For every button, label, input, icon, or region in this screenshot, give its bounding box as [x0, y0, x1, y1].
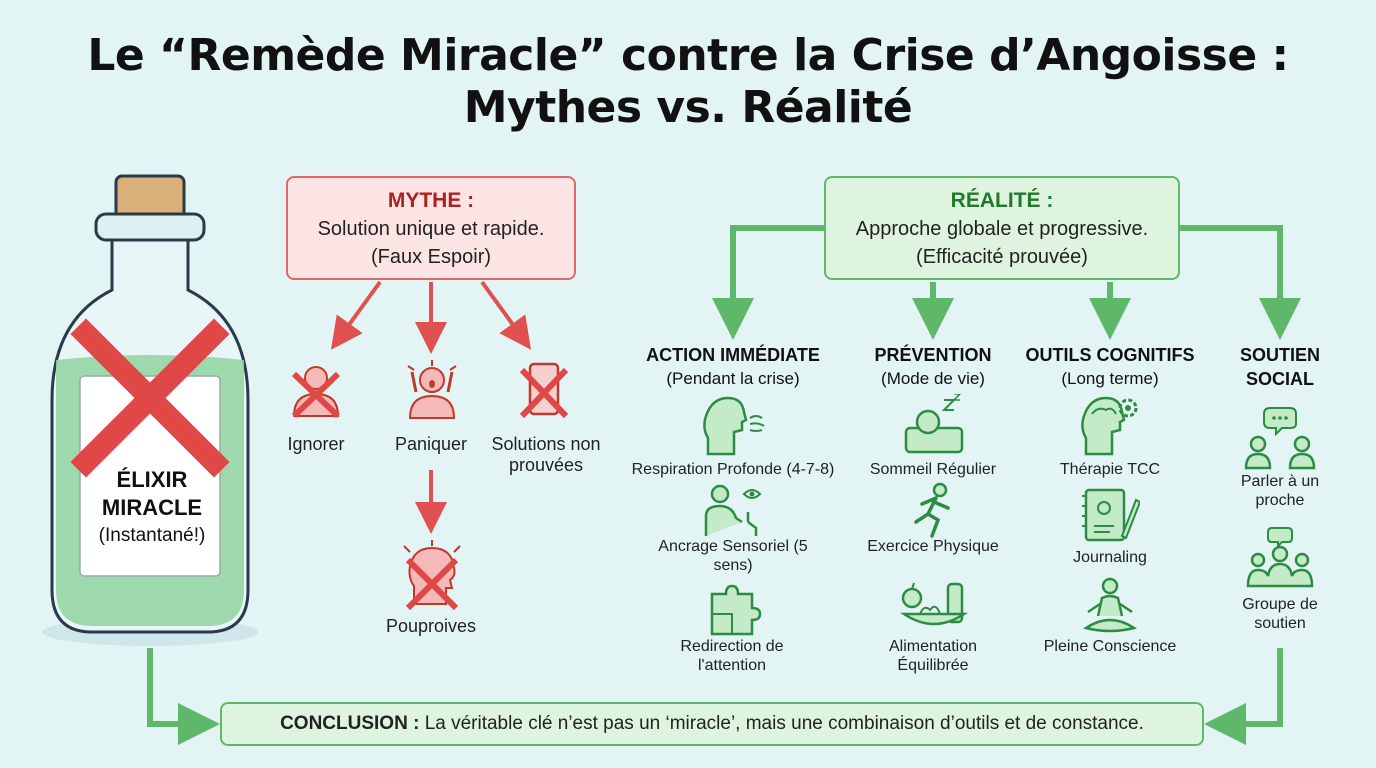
conclusion-label: CONCLUSION : [280, 713, 420, 734]
myth-arrow-solutions [480, 280, 532, 350]
reality-arrow-action [712, 225, 824, 340]
column-cognitive-subtitle: (Long terme) [1061, 369, 1159, 388]
reality-line-2: (Efficacité prouvée) [916, 246, 1088, 268]
prevention-item-food: Alimentation Équilibrée [888, 638, 978, 674]
column-cognitive-header: OUTILS COGNITIFS (Long terme) [1013, 343, 1207, 391]
action-item-breathing: Respiration Profonde (4-7-8) [631, 461, 835, 478]
column-prevention-subtitle: (Mode de vie) [881, 369, 985, 388]
support-group-icon [1246, 527, 1314, 588]
social-item-talk: Parler à un proche [1240, 473, 1320, 509]
social-item-group: Groupe de soutien [1242, 596, 1318, 632]
myth-item-solutions: Solutions non prouvées [491, 434, 601, 475]
healthy-food-icon [899, 582, 969, 626]
prevention-item-exercise: Exercice Physique [867, 538, 999, 555]
column-action-title: ACTION IMMÉDIATE [646, 345, 820, 365]
action-item-redirection: Redirection de l'attention [680, 638, 784, 674]
myth-outcome: Pouproives [385, 616, 477, 636]
myth-item-paniquer: Paniquer [394, 434, 468, 454]
column-prevention-header: PRÉVENTION (Mode de vie) [853, 343, 1013, 391]
reality-arrow-social [1180, 225, 1301, 340]
bottle-label-line-1: ÉLIXIR [116, 467, 188, 492]
journal-icon [1082, 488, 1140, 542]
elixir-bottle-icon [42, 174, 258, 646]
myth-item-ignorer: Ignorer [287, 434, 345, 454]
myth-line-2: (Faux Espoir) [370, 246, 492, 268]
myth-heading: MYTHE : [387, 189, 475, 212]
action-item-grounding: Ancrage Sensoriel (5 sens) [658, 538, 808, 574]
sensory-grounding-icon [704, 484, 762, 536]
column-action-subtitle: (Pendant la crise) [666, 369, 800, 388]
overwhelmed-head-icon [403, 540, 461, 611]
column-cognitive-title: OUTILS COGNITIFS [1025, 345, 1195, 365]
bottle-to-conclusion-arrow [147, 648, 220, 745]
puzzle-icon [710, 584, 762, 636]
phone-crossed-icon [519, 362, 569, 419]
conversation-icon [1244, 407, 1316, 470]
page-title: Le “Remède Miracle” contre la Crise d’An… [0, 30, 1376, 134]
cognitive-item-journaling: Journaling [1073, 549, 1147, 566]
bottle-label: ÉLIXIR MIRACLE (Instantané!) [80, 466, 224, 550]
column-action-header: ACTION IMMÉDIATE (Pendant la crise) [623, 343, 843, 391]
reality-heading: RÉALITÉ : [950, 189, 1054, 212]
breathing-profile-icon [703, 396, 765, 456]
conclusion-box: CONCLUSION : La véritable clé n’est pas … [220, 702, 1204, 746]
title-line-1: Le “Remède Miracle” contre la Crise d’An… [87, 30, 1289, 81]
social-to-conclusion-arrow [1204, 648, 1283, 745]
running-icon [914, 482, 950, 538]
column-social-header: SOUTIEN SOCIAL [1225, 343, 1335, 391]
sleep-icon [904, 394, 964, 454]
conclusion-text: La véritable clé n’est pas un ‘miracle’,… [424, 713, 1144, 734]
column-social-title: SOUTIEN SOCIAL [1239, 345, 1320, 389]
myth-line-1: Solution unique et rapide. [317, 218, 545, 240]
ignore-person-icon [291, 366, 341, 418]
brain-gear-icon [1081, 396, 1138, 456]
reality-box: RÉALITÉ : Approche globale et progressiv… [824, 176, 1180, 280]
reality-line-1: Approche globale et progressive. [855, 218, 1149, 240]
cognitive-item-tcc: Thérapie TCC [1059, 461, 1161, 478]
prevention-item-sleep: Sommeil Régulier [869, 461, 997, 478]
column-prevention-title: PRÉVENTION [874, 345, 992, 365]
title-line-2: Mythes vs. Réalité [463, 82, 913, 133]
myth-arrow-ignorer [330, 280, 382, 350]
bottle-label-line-2: MIRACLE [101, 495, 203, 520]
myth-box: MYTHE : Solution unique et rapide. (Faux… [286, 176, 576, 280]
cognitive-item-mindfulness: Pleine Conscience [1043, 638, 1177, 655]
panic-person-icon [407, 360, 457, 419]
bottle-label-line-3: (Instantané!) [98, 525, 206, 546]
meditation-icon [1082, 577, 1138, 633]
